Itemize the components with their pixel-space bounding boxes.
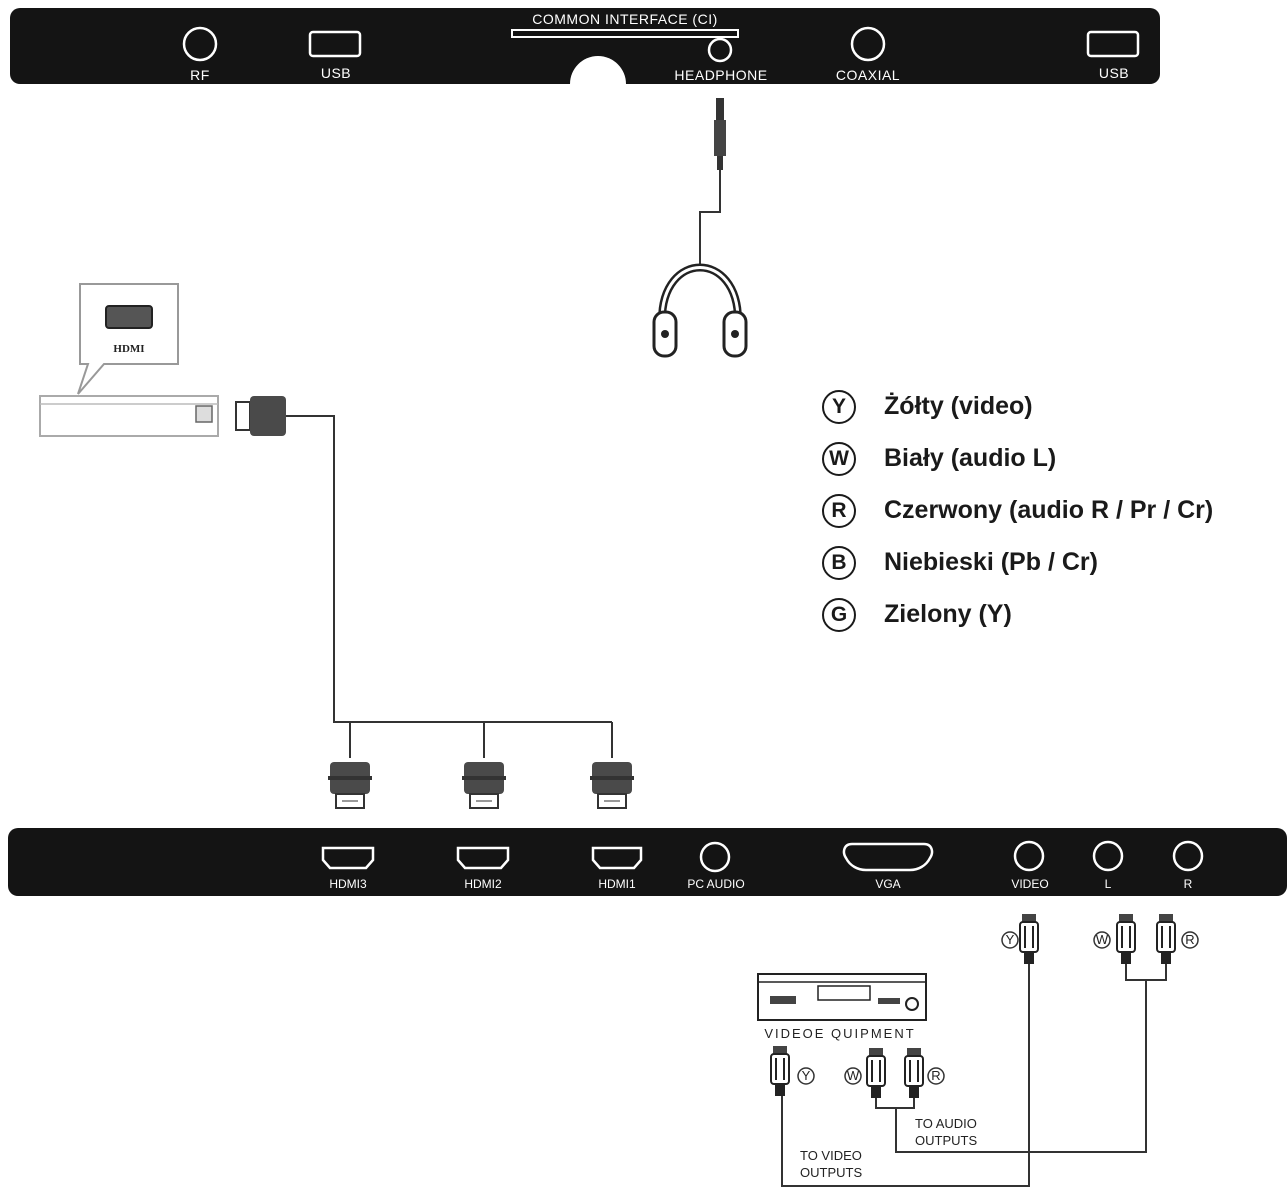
set-top-box-icon (39, 395, 219, 437)
hdmi3-plug-icon (327, 761, 373, 809)
tv-plug-badge-r: R (1185, 932, 1194, 947)
hdmi1-port-icon (591, 846, 643, 870)
legend-badge-y: Y (822, 390, 856, 424)
bottom-panel: HDMI3 HDMI2 HDMI1 PC AUDIO VGA VIDEO L R (8, 828, 1287, 896)
video-equipment: VIDEOE QUIPMENT Y W R TO AUDIO OUTPUTS T… (757, 973, 977, 1180)
legend-text-yellow: Żółty (video) (884, 392, 1033, 420)
to-video-outputs-label-2: OUTPUTS (800, 1165, 862, 1180)
hdmi2-label: HDMI2 (464, 877, 502, 891)
to-video-outputs-label-1: TO VIDEO (800, 1148, 862, 1163)
equipment-audio-l-plug-icon (866, 1047, 886, 1099)
eq-plug-badge-y: Y (802, 1068, 811, 1083)
pc-audio-label: PC AUDIO (687, 877, 744, 891)
audio-r-port-icon (1172, 840, 1204, 872)
legend-item-yellow: Y Żółty (video) (820, 390, 1282, 442)
hdmi3-port-icon (321, 846, 375, 870)
coaxial-port-icon (850, 26, 886, 62)
audio-r-label: R (1184, 877, 1193, 891)
top-panel: RF USB COMMON INTERFACE (CI) HEADPHONE C… (10, 8, 1160, 84)
legend-badge-b: B (822, 546, 856, 580)
hdmi1-label: HDMI1 (598, 877, 636, 891)
ci-slot-icon (511, 29, 739, 38)
headphone-label: HEADPHONE (674, 67, 767, 83)
hdmi2-port-icon (456, 846, 510, 870)
hdmi-cable (286, 415, 612, 723)
vga-port-icon (842, 842, 934, 872)
usb2-label: USB (1099, 65, 1129, 81)
hdmi-port-icon (105, 305, 153, 329)
usb-label: USB (321, 65, 351, 81)
headphone-jack-plug-icon (714, 98, 726, 170)
legend-text-blue: Niebieski (Pb / Cr) (884, 548, 1098, 576)
common-interface-label: COMMON INTERFACE (CI) (532, 11, 718, 27)
tv-audio-r-plug-icon (1156, 913, 1176, 965)
to-audio-outputs-label-1: TO AUDIO (915, 1116, 977, 1131)
hdmi-source-device: HDMI (39, 283, 286, 437)
legend-item-green: G Zielony (Y) (820, 598, 1282, 650)
hdmi1-plug-icon (589, 761, 635, 809)
legend-badge-g: G (822, 598, 856, 632)
video-port-icon (1013, 840, 1045, 872)
eq-plug-badge-w: W (847, 1068, 860, 1083)
usb-port-icon (308, 30, 362, 58)
rca-cables (781, 964, 1167, 1187)
legend-item-white: W Biały (audio L) (820, 442, 1282, 494)
audio-l-port-icon (1092, 840, 1124, 872)
eq-plug-badge-r: R (931, 1068, 940, 1083)
tv-video-plug-icon (1019, 913, 1039, 965)
equipment-audio-r-plug-icon (904, 1047, 924, 1099)
audio-l-label: L (1105, 877, 1112, 891)
equipment-video-plug-icon (770, 1045, 790, 1097)
hdmi2-plug-icon (461, 761, 507, 809)
legend-text-green: Zielony (Y) (884, 600, 1012, 628)
headphones-icon (652, 263, 748, 358)
headphone-connection (652, 98, 748, 358)
color-legend: Y Żółty (video) W Biały (audio L) R Czer… (820, 390, 1282, 650)
video-equipment-label: VIDEOE QUIPMENT (764, 1026, 915, 1041)
tv-audio-l-plug-icon (1116, 913, 1136, 965)
tv-rca-plugs: Y W R (1001, 913, 1199, 965)
hdmi-bubble-label: HDMI (113, 343, 144, 355)
rf-port-icon (182, 26, 218, 62)
to-audio-outputs-label-2: OUTPUTS (915, 1133, 977, 1148)
headphone-port-icon (707, 37, 733, 63)
tv-plug-badge-y: Y (1006, 932, 1015, 947)
legend-item-red: R Czerwony (audio R / Pr / Cr) (820, 494, 1282, 546)
video-label: VIDEO (1011, 877, 1048, 891)
rf-label: RF (190, 67, 210, 83)
legend-badge-r: R (822, 494, 856, 528)
legend-text-white: Biały (audio L) (884, 444, 1057, 472)
legend-badge-w: W (822, 442, 856, 476)
vga-label: VGA (875, 877, 900, 891)
tv-plug-badge-w: W (1096, 932, 1109, 947)
legend-item-blue: B Niebieski (Pb / Cr) (820, 546, 1282, 598)
coaxial-label: COAXIAL (836, 67, 900, 83)
hdmi-plug-source-icon (235, 396, 286, 436)
dvd-player-icon (757, 973, 927, 1021)
legend-text-red: Czerwony (audio R / Pr / Cr) (884, 496, 1214, 524)
hdmi3-label: HDMI3 (329, 877, 367, 891)
usb2-port-icon (1086, 30, 1140, 58)
pc-audio-port-icon (699, 841, 731, 873)
